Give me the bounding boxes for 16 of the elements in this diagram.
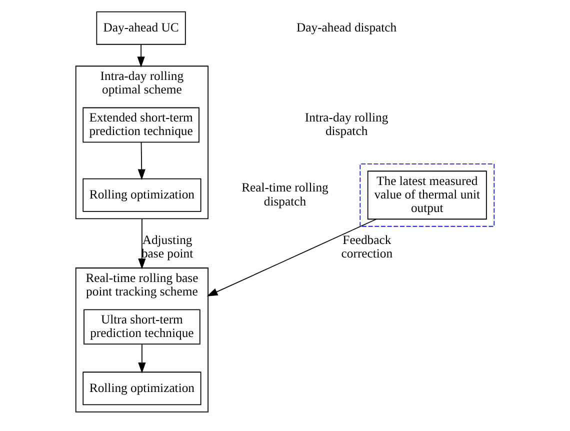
arrow [138,218,146,270]
node-box: Day-ahead UC [96,11,186,45]
edge-label: Feedback correction [341,232,393,260]
cluster [360,163,495,227]
arrow [137,44,145,68]
label: Day-ahead dispatch [296,20,397,34]
arrow [206,218,377,296]
node-box: The latest measured value of thermal unit output [367,170,487,220]
node-box: Extended short-term prediction technique [82,107,200,143]
label: Real-time rolling dispatch [242,180,328,208]
arrow [138,142,146,180]
label: Intra-day rolling dispatch [304,110,388,138]
node-box: Ultra short-term prediction technique [84,309,200,345]
arrow [138,344,146,374]
node-box: Rolling optimization [82,372,202,406]
node-box: Rolling optimization [82,178,202,212]
